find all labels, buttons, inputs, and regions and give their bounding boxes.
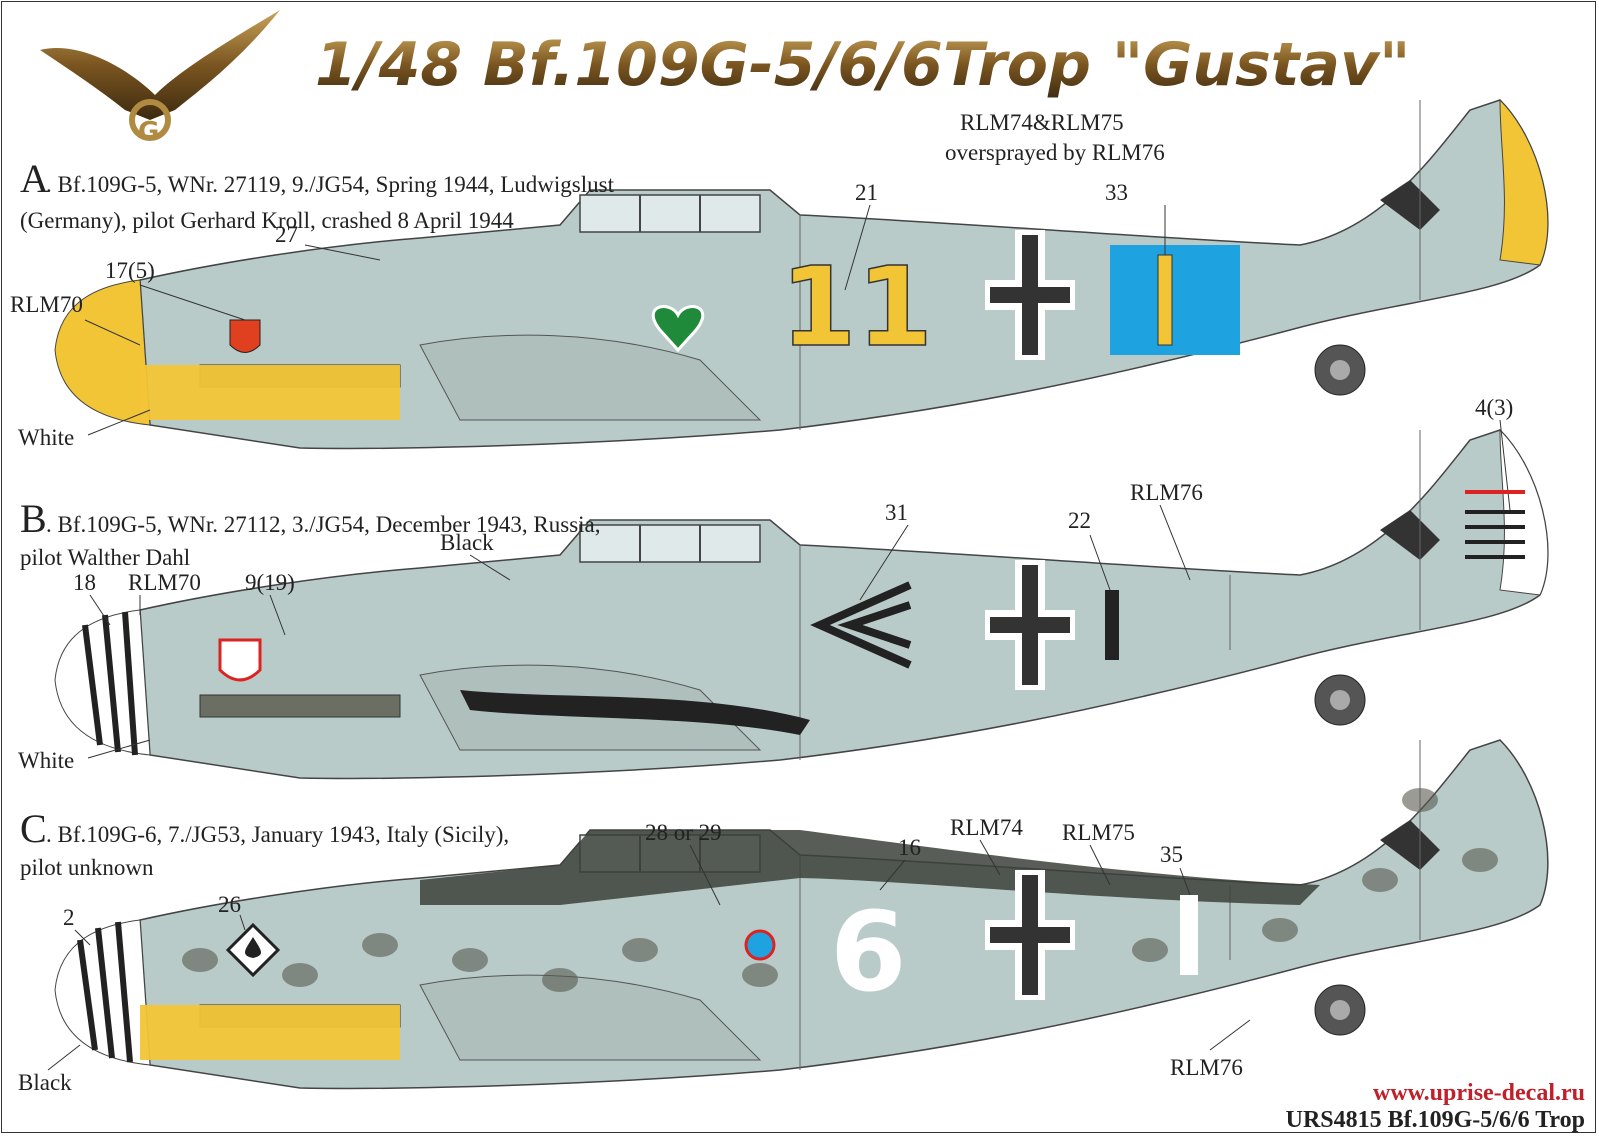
tail-code-bar bbox=[1105, 590, 1119, 660]
callout: 35 bbox=[1160, 842, 1183, 867]
profile-letter: B bbox=[20, 496, 47, 541]
profile-desc-line1: . Bf.109G-6, 7./JG53, January 1943, Ital… bbox=[46, 822, 509, 847]
callout: 33 bbox=[1105, 180, 1128, 205]
unit-badge bbox=[218, 638, 262, 682]
cartoon-emblem bbox=[744, 929, 776, 961]
callout: RLM76 bbox=[1170, 1055, 1243, 1080]
profile-a: 11 A . Bf.109G-5, WNr. 27119, 9./JG54, S… bbox=[10, 98, 1549, 450]
profile-desc-line1: . Bf.109G-5, WNr. 27112, 3./JG54, Decemb… bbox=[46, 512, 601, 537]
profile-desc-line1: . Bf.109G-5, WNr. 27119, 9./JG54, Spring… bbox=[46, 172, 615, 197]
profile-letter: A bbox=[20, 156, 49, 201]
aircraft-profile-b bbox=[139, 429, 1549, 780]
callout: RLM70 bbox=[10, 292, 83, 317]
callout: RLM76 bbox=[1130, 480, 1203, 505]
callout: Black bbox=[18, 1070, 72, 1095]
logo-letter: G bbox=[138, 117, 159, 147]
product-code: URS4815 Bf.109G-5/6/6 Trop bbox=[1286, 1107, 1585, 1133]
mottle-camouflage bbox=[182, 788, 1498, 992]
callout: 16 bbox=[898, 835, 921, 860]
fuselage-code: 6 bbox=[830, 888, 907, 1016]
profile-letter: C bbox=[20, 806, 47, 851]
website-link[interactable]: www.uprise-decal.ru bbox=[1373, 1080, 1585, 1106]
profile-desc-line2: pilot Walther Dahl bbox=[20, 545, 190, 570]
callout: Black bbox=[440, 530, 494, 555]
callout: 22 bbox=[1068, 508, 1091, 533]
callout: RLM70 bbox=[128, 570, 201, 595]
callout: White bbox=[18, 748, 74, 773]
profile-b: B . Bf.109G-5, WNr. 27112, 3./JG54, Dece… bbox=[18, 395, 1549, 780]
callout: 21 bbox=[855, 180, 878, 205]
callout: 27 bbox=[275, 222, 298, 247]
callout: 18 bbox=[73, 570, 96, 595]
stencil-marks bbox=[1465, 490, 1525, 559]
callout: 17(5) bbox=[105, 258, 155, 283]
callout: 9(19) bbox=[245, 570, 295, 595]
profile-c: 6 C . Bf.109G-6, 7./JG53, January 1943, … bbox=[18, 739, 1549, 1095]
fuselage-code: 11 bbox=[780, 243, 933, 371]
callout: 28 or 29 bbox=[645, 820, 722, 845]
tail-code-bar bbox=[1180, 895, 1198, 975]
heart-emblem bbox=[651, 305, 705, 353]
tail-code-bar bbox=[1157, 254, 1173, 346]
callout: oversprayed by RLM76 bbox=[945, 140, 1165, 165]
chevron-marking bbox=[810, 581, 912, 669]
page-title: 1/48 Bf.109G-5/6/6Trop "Gustav" bbox=[315, 30, 1410, 100]
callout: RLM74&RLM75 bbox=[960, 110, 1124, 135]
eagle-logo: G bbox=[40, 10, 280, 147]
callout: RLM75 bbox=[1062, 820, 1135, 845]
callout: RLM74 bbox=[950, 815, 1023, 840]
callout: 4(3) bbox=[1475, 395, 1513, 420]
profile-desc-line2: (Germany), pilot Gerhard Kroll, crashed … bbox=[20, 208, 514, 233]
callout: 2 bbox=[63, 905, 75, 930]
callout: 31 bbox=[885, 500, 908, 525]
profile-desc-line2: pilot unknown bbox=[20, 855, 154, 880]
callout: 26 bbox=[218, 892, 241, 917]
unit-badge bbox=[229, 319, 261, 353]
callout: White bbox=[18, 425, 74, 450]
